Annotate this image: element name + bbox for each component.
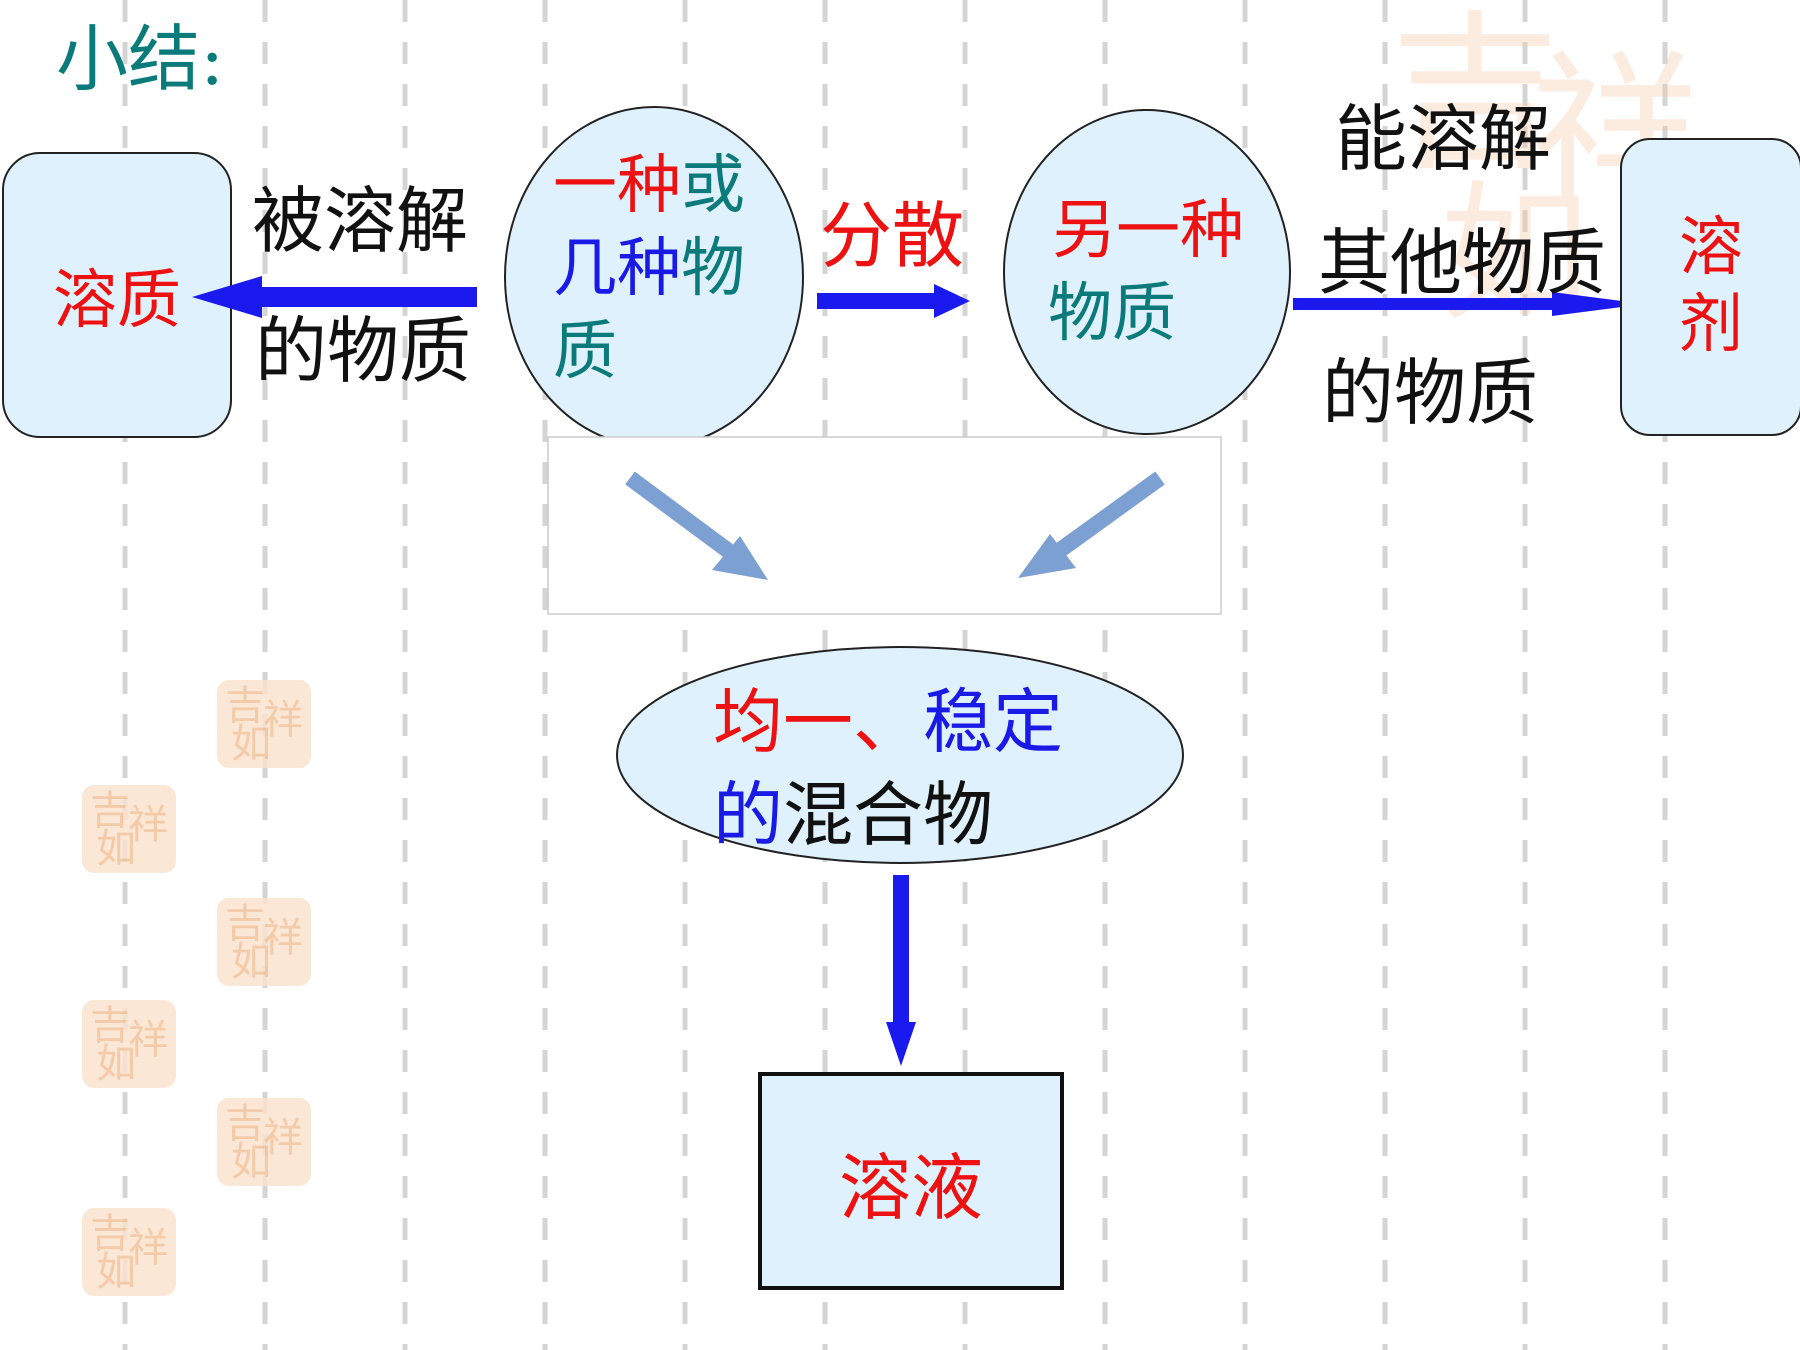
solvent-desc-line1: 能溶解 [1335, 97, 1552, 181]
substance-text-line2: 几种物 [553, 232, 745, 307]
solute-label: 溶质 [53, 264, 181, 338]
another-substance-circle [1003, 109, 1291, 435]
seal-watermark-icon: 吉祥如 [82, 1000, 176, 1088]
solvent-label-line1: 溶 [1679, 211, 1743, 286]
seal-watermark-icon: 吉祥如 [217, 898, 311, 986]
down-arrow-icon [886, 875, 916, 1066]
solute-box: 溶质 [2, 152, 232, 438]
left-arrow-icon [192, 276, 477, 318]
seal-watermark-icon: 吉祥如 [82, 1208, 176, 1296]
diagonal-arrow-icon [625, 471, 768, 580]
mixture-text-line1: 均一、稳定 [713, 682, 1063, 763]
mixture-part3: 的 [713, 774, 783, 856]
substance-part5: 质 [553, 315, 617, 389]
substance-text-line1: 一种或 [553, 149, 745, 224]
mixture-part2: 稳定 [923, 681, 1063, 763]
solution-label: 溶液 [838, 1145, 983, 1230]
another-text-line1: 另一种 [1052, 194, 1244, 268]
mixture-part1: 均一、 [713, 681, 923, 763]
seal-watermark-icon: 吉祥如 [217, 680, 311, 768]
diagonal-arrow-icon [1018, 471, 1165, 578]
solvent-desc-line2: 其他物质 [1318, 221, 1607, 305]
substance-part1: 一种 [553, 149, 681, 223]
another-text-line2: 物质 [1048, 277, 1176, 351]
solvent-desc-line3: 的物质 [1322, 351, 1539, 435]
mixture-text-line2: 的混合物 [713, 775, 993, 856]
disperse-label: 分散 [820, 194, 965, 278]
right-arrow-icon [817, 284, 970, 318]
substance-part4: 物 [681, 232, 745, 306]
substance-text-line3: 质 [553, 315, 617, 390]
solute-desc-line2: 的物质 [255, 309, 472, 393]
solvent-box: 溶 剂 [1620, 138, 1800, 436]
mixture-part4: 混合物 [783, 774, 993, 856]
mixture-ellipse [616, 646, 1184, 864]
solute-desc-line1: 被溶解 [252, 179, 469, 263]
substance-part3: 几种 [553, 232, 681, 306]
solvent-label-line2: 剂 [1679, 288, 1743, 362]
page-title: 小结: [56, 17, 225, 101]
diagonal-arrow-panel [547, 436, 1222, 615]
solution-box: 溶液 [758, 1072, 1064, 1290]
substance-part2: 或 [681, 149, 745, 223]
seal-watermark-icon: 吉祥如 [82, 785, 176, 873]
right-arrow-icon [1293, 292, 1645, 316]
seal-watermark-icon: 吉祥如 [217, 1098, 311, 1186]
